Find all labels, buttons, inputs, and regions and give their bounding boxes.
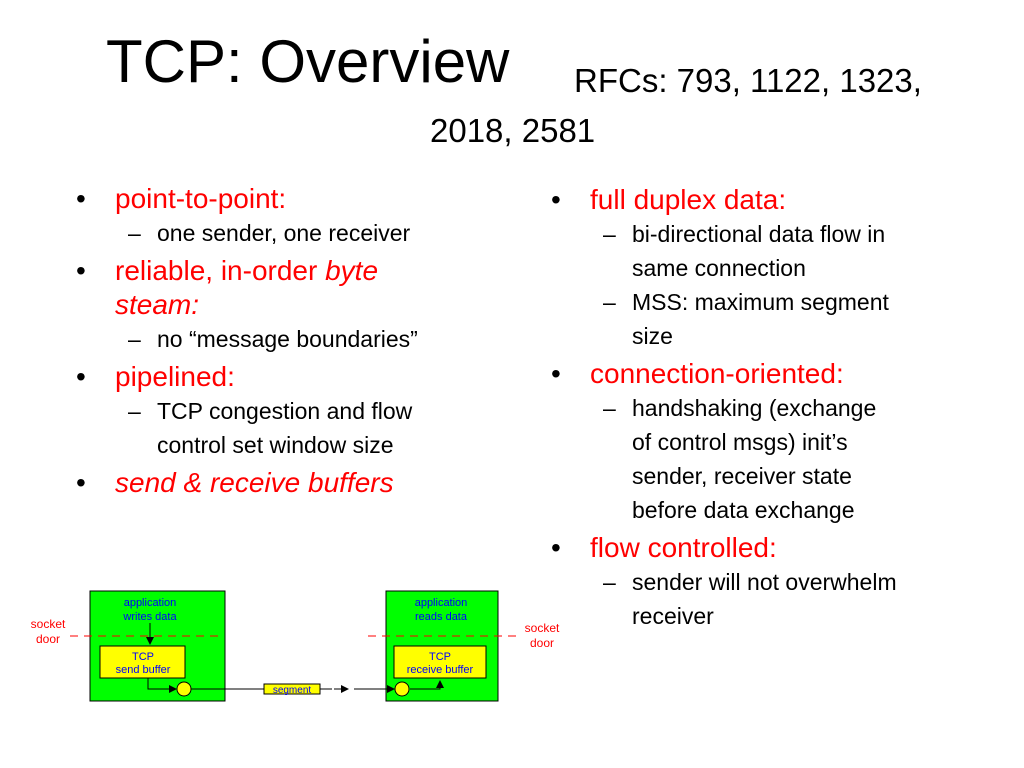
sender-app-label-2: writes data	[122, 611, 177, 623]
sub-bullet: – sender will not overwhelm receiver	[545, 565, 995, 633]
sub-bullet-text: control set window size	[157, 432, 394, 458]
bullet-dot: •	[76, 467, 86, 498]
send-buffer-label-1: TCP	[132, 651, 154, 663]
sub-bullet-text: no “message boundaries”	[157, 326, 418, 352]
bullet-reliable: • reliable, in-order byte steam:	[70, 254, 510, 322]
dash: –	[128, 220, 141, 246]
receive-buffer-label-1: TCP	[429, 651, 451, 663]
bullet-label: pipelined:	[115, 361, 235, 392]
bullet-connection-oriented: • connection-oriented:	[545, 357, 995, 391]
bullet-label: point-to-point:	[115, 183, 287, 214]
sub-bullet-text: sender will not overwhelm	[632, 569, 897, 595]
right-socket-label-2: door	[530, 636, 554, 650]
sub-bullet-text: of control msgs) init’s	[632, 429, 848, 455]
sender-socket-circle	[176, 681, 192, 697]
sub-bullet: – no “message boundaries”	[70, 322, 510, 356]
sub-bullet-text: one sender, one receiver	[157, 220, 411, 246]
bullet-full-duplex: • full duplex data:	[545, 183, 995, 217]
left-socket-label-2: door	[36, 632, 60, 646]
left-socket-label-1: socket	[31, 617, 66, 631]
dash: –	[603, 289, 616, 315]
bullet-dot: •	[551, 532, 561, 563]
buffer-out-arrow	[147, 678, 177, 693]
dash: –	[603, 569, 616, 595]
dash: –	[603, 221, 616, 247]
bullet-buffers: • send & receive buffers	[70, 466, 510, 500]
bullet-point-to-point: • point-to-point:	[70, 182, 510, 216]
sub-bullet: – one sender, one receiver	[70, 216, 510, 250]
sub-bullet: – handshaking (exchange of control msgs)…	[545, 391, 995, 527]
sub-bullet: – bi-directional data flow in same conne…	[545, 217, 995, 285]
bullet-dot: •	[76, 255, 86, 286]
send-buffer-label-2: send buffer	[116, 664, 171, 676]
dash: –	[128, 398, 141, 424]
sub-bullet-text: receiver	[632, 603, 714, 629]
sub-bullet-text: bi-directional data flow in	[632, 221, 886, 247]
segment-label: segment	[273, 685, 312, 696]
sub-bullet-text: MSS: maximum segment	[632, 289, 889, 315]
receive-buffer-box	[393, 645, 487, 679]
sub-bullet: – TCP congestion and flow control set wi…	[70, 394, 510, 462]
bullet-label: full duplex data:	[590, 184, 787, 215]
slide-title: TCP: Overview	[106, 28, 510, 95]
sub-bullet-text: TCP congestion and flow	[157, 398, 413, 424]
bullet-label: send & receive buffers	[115, 467, 394, 498]
dash: –	[603, 395, 616, 421]
buffer-in-arrow	[410, 680, 444, 690]
left-column: • point-to-point: – one sender, one rece…	[70, 182, 510, 500]
bullet-label: connection-oriented:	[590, 358, 844, 389]
bullet-label-italic: byte	[325, 255, 379, 286]
sender-app-label-1: application	[124, 597, 177, 609]
bullet-pipelined: • pipelined:	[70, 360, 510, 394]
bullet-label: reliable, in-order	[115, 255, 326, 286]
bullet-label: flow controlled:	[590, 532, 777, 563]
receive-buffer-label-2: receive buffer	[407, 664, 474, 676]
tcp-buffer-diagram: application writes data TCP send buffer …	[31, 590, 560, 702]
receiver-app-label-1: application	[415, 597, 468, 609]
bullet-dot: •	[76, 183, 86, 214]
sub-bullet-text: handshaking (exchange	[632, 395, 877, 421]
receiver-app-label-2: reads data	[415, 611, 468, 623]
right-socket-label-1: socket	[525, 621, 560, 635]
right-column: • full duplex data: – bi-directional dat…	[545, 183, 995, 633]
rfc-list-line-1: RFCs: 793, 1122, 1323,	[574, 62, 922, 99]
sub-bullet-text: sender, receiver state	[632, 463, 852, 489]
bullet-flow-controlled: • flow controlled:	[545, 531, 995, 565]
bullet-dot: •	[76, 361, 86, 392]
sub-bullet-text: same connection	[632, 255, 806, 281]
sub-bullet-text: before data exchange	[632, 497, 855, 523]
dash: –	[128, 326, 141, 352]
sub-bullet-text: size	[632, 323, 673, 349]
receiver-socket-circle	[394, 681, 410, 697]
rfc-list-line-2: 2018, 2581	[430, 112, 596, 149]
bullet-label-italic: steam:	[115, 289, 200, 320]
bullet-dot: •	[551, 358, 561, 389]
bullet-dot: •	[551, 184, 561, 215]
send-buffer-box	[99, 645, 186, 679]
sub-bullet: – MSS: maximum segment size	[545, 285, 995, 353]
